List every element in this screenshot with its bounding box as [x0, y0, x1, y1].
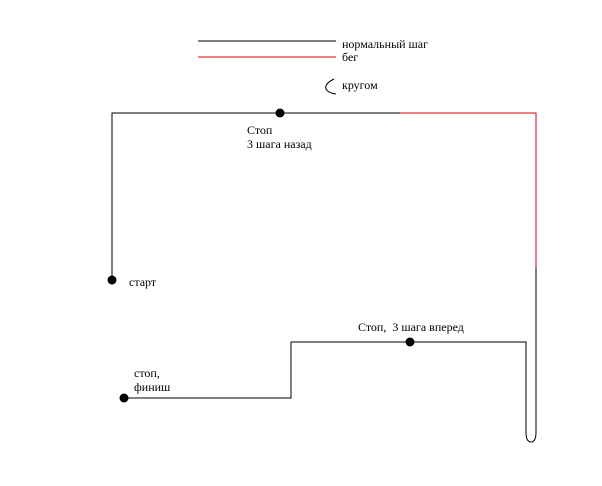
legend-walk-label: нормальный шаг — [342, 37, 428, 51]
stop-forward-point — [405, 337, 415, 347]
stop-forward-label: Стоп, 3 шага вперед — [358, 320, 464, 334]
legend: нормальный шаг бег кругом — [198, 37, 428, 95]
stop-back-point — [275, 108, 285, 118]
start-label: старт — [129, 275, 157, 289]
legend-turn-label: кругом — [342, 78, 378, 92]
finish-point — [119, 393, 129, 403]
route-run-segment — [400, 112, 537, 268]
turn-around-arc-icon — [325, 78, 337, 95]
start-point — [107, 275, 117, 285]
legend-run-label: бег — [342, 50, 358, 64]
finish-label-line2: финиш — [134, 380, 171, 394]
route-walk-segment-3 — [124, 341, 527, 432]
route-walk-segment-1 — [111, 112, 400, 280]
stop-back-label-line1: Стоп — [247, 123, 273, 137]
route — [111, 112, 537, 443]
finish-label-line1: стоп, — [134, 366, 160, 380]
route-turn-around — [525, 431, 537, 443]
stop-back-label-line2: 3 шага назад — [247, 137, 312, 151]
